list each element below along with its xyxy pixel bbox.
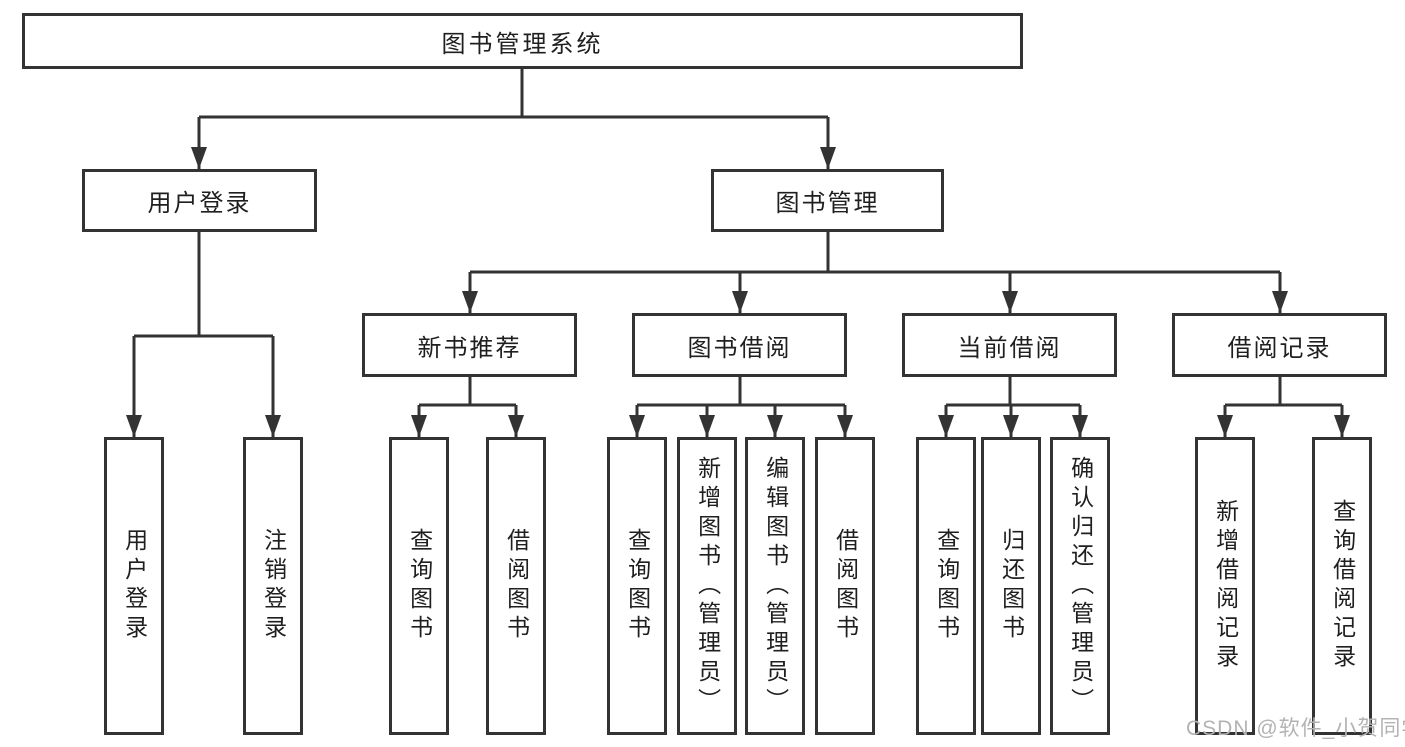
leaf-confirm-return-admin-label: 确认归还（管理员） bbox=[1067, 455, 1094, 717]
node-book-management: 图书管理 bbox=[711, 169, 944, 232]
node-user-login: 用户登录 bbox=[82, 169, 317, 232]
leaf-query-borrow-record-label: 查询借阅记录 bbox=[1329, 499, 1356, 673]
node-current-borrow-label: 当前借阅 bbox=[957, 334, 1062, 362]
leaf-query-books-borrow-label: 查询图书 bbox=[624, 528, 651, 644]
node-book-borrow-label: 图书借阅 bbox=[687, 334, 792, 362]
node-current-borrow: 当前借阅 bbox=[902, 313, 1117, 377]
leaf-add-borrow-record-label: 新增借阅记录 bbox=[1212, 499, 1239, 673]
csdn-watermark: CSDN @软件_小贺同学 bbox=[1186, 717, 1405, 740]
node-borrow-records-label: 借阅记录 bbox=[1227, 334, 1332, 362]
leaf-logout-label: 注销登录 bbox=[260, 528, 287, 644]
leaf-add-borrow-record: 新增借阅记录 bbox=[1195, 437, 1255, 735]
leaf-query-books-recommend-label: 查询图书 bbox=[406, 528, 433, 644]
leaf-edit-book-admin-label: 编辑图书（管理员） bbox=[762, 455, 789, 717]
leaf-borrow-books: 借阅图书 bbox=[815, 437, 875, 735]
node-user-login-label: 用户登录 bbox=[147, 190, 252, 217]
node-new-book-recommend: 新书推荐 bbox=[362, 313, 577, 377]
leaf-borrow-books-label: 借阅图书 bbox=[832, 528, 859, 644]
leaf-query-books-borrow: 查询图书 bbox=[607, 437, 667, 735]
leaf-return-books: 归还图书 bbox=[981, 437, 1041, 735]
leaf-query-books-current: 查询图书 bbox=[916, 437, 976, 735]
leaf-add-book-admin-label: 新增图书（管理员） bbox=[694, 455, 721, 717]
leaf-add-book-admin: 新增图书（管理员） bbox=[677, 437, 737, 735]
leaf-borrow-books-recommend-label: 借阅图书 bbox=[503, 528, 530, 644]
node-root-label: 图书管理系统 bbox=[441, 30, 604, 58]
leaf-return-books-label: 归还图书 bbox=[998, 528, 1025, 644]
leaf-user-login: 用户登录 bbox=[104, 437, 164, 735]
leaf-edit-book-admin: 编辑图书（管理员） bbox=[745, 437, 805, 735]
leaf-query-books-current-label: 查询图书 bbox=[933, 528, 960, 644]
leaf-confirm-return-admin: 确认归还（管理员） bbox=[1050, 437, 1110, 735]
leaf-borrow-books-recommend: 借阅图书 bbox=[486, 437, 546, 735]
leaf-logout: 注销登录 bbox=[243, 437, 303, 735]
node-root: 图书管理系统 bbox=[22, 13, 1023, 69]
node-borrow-records: 借阅记录 bbox=[1172, 313, 1387, 377]
node-new-book-recommend-label: 新书推荐 bbox=[417, 334, 522, 362]
leaf-query-books-recommend: 查询图书 bbox=[389, 437, 449, 735]
leaf-user-login-label: 用户登录 bbox=[121, 528, 148, 644]
node-book-borrow: 图书借阅 bbox=[632, 313, 847, 377]
node-book-management-label: 图书管理 bbox=[775, 190, 880, 217]
leaf-query-borrow-record: 查询借阅记录 bbox=[1312, 437, 1372, 735]
